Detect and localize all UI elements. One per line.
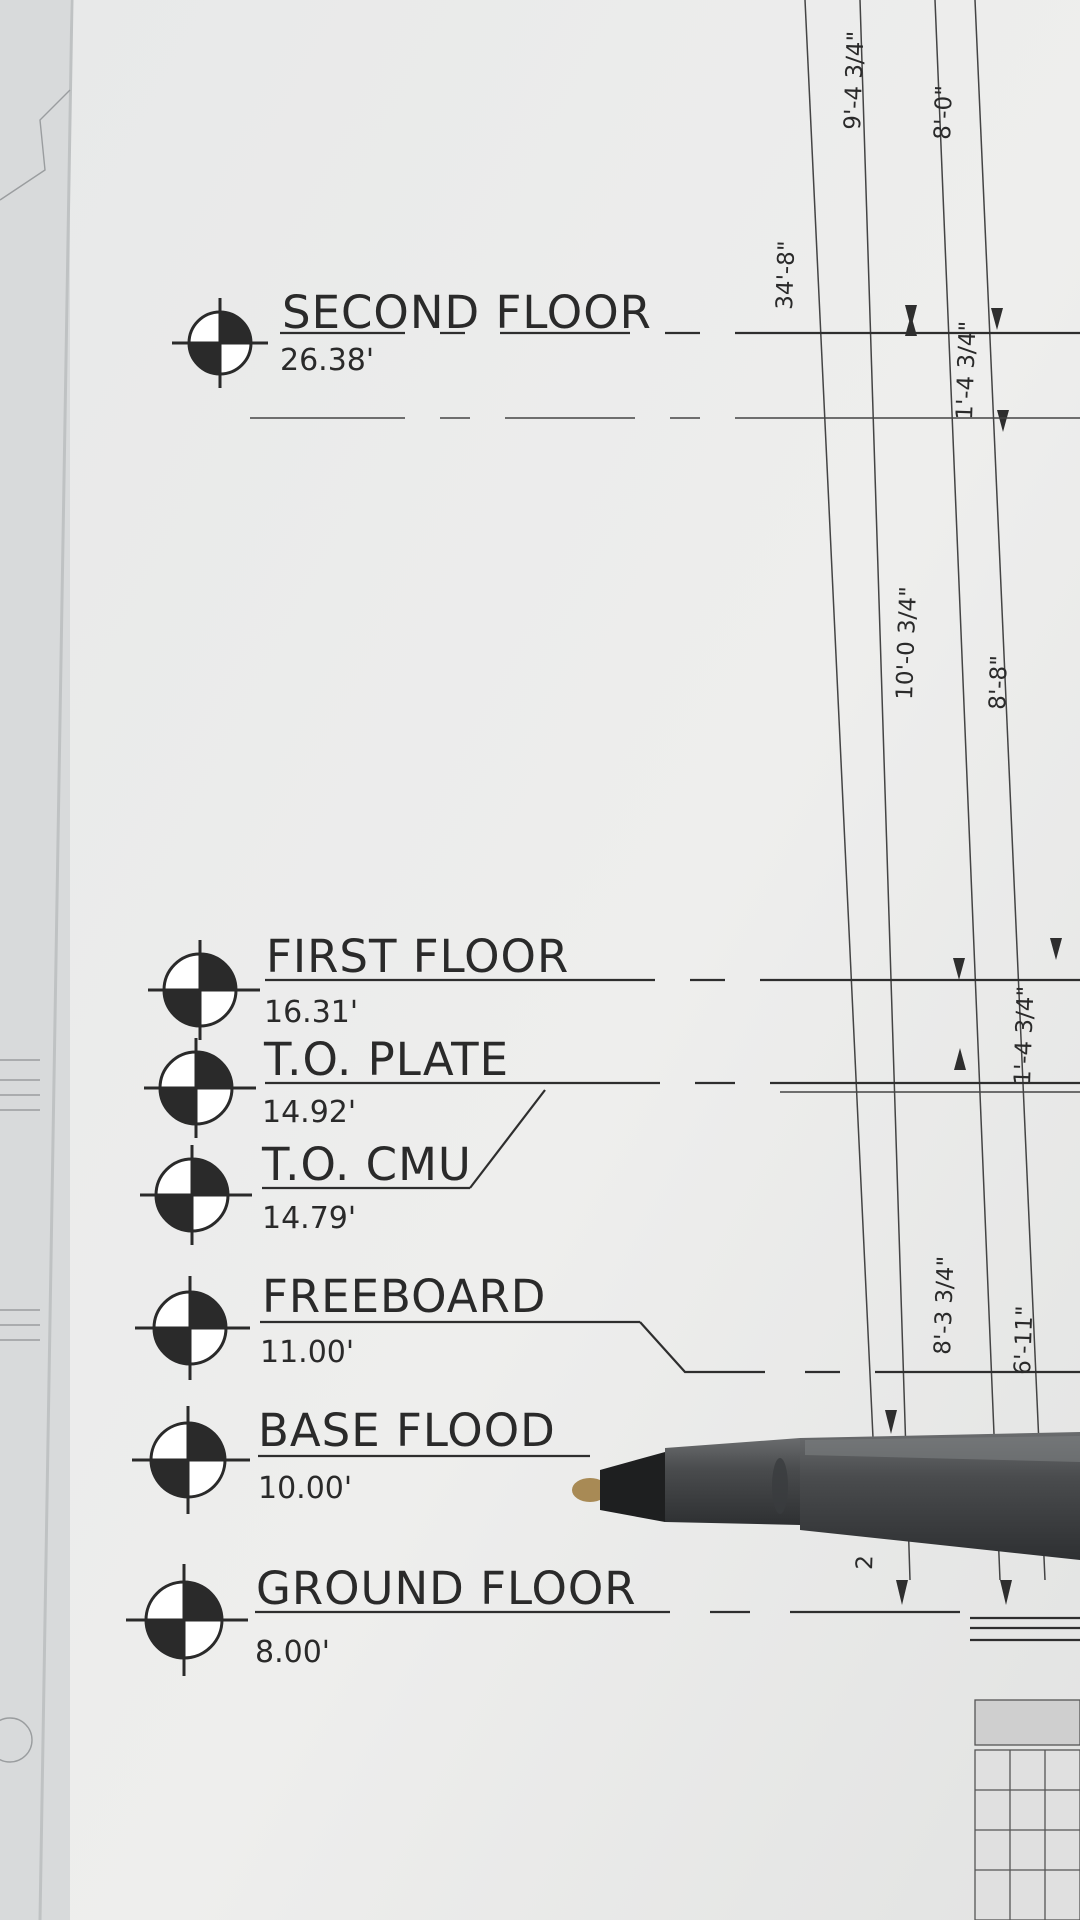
dim-6-11: 6'-11" — [1010, 1305, 1038, 1375]
level-elev-ground-floor: 8.00' — [255, 1635, 330, 1670]
level-elev-freeboard: 11.00' — [260, 1335, 354, 1370]
level-name-base-flood: BASE FLOOD — [258, 1404, 556, 1457]
level-elev-second-floor: 26.38' — [280, 343, 374, 378]
dim-1-4-3-4-upper: 1'-4 3/4" — [952, 321, 981, 421]
underlying-sheet-marks — [0, 89, 71, 1763]
dimension-lines — [804, 0, 1062, 1605]
level-marker-second-floor — [172, 298, 268, 388]
level-marker-first-floor — [148, 940, 260, 1040]
level-marker-freeboard — [135, 1276, 250, 1380]
dim-8-3-3-4: 8'-3 3/4" — [930, 1256, 959, 1356]
dim-2: 2 — [852, 1555, 878, 1571]
paper-edge — [38, 0, 74, 1920]
level-labels: SECOND FLOOR 26.38' FIRST FLOOR 16.31' T… — [255, 286, 652, 1670]
level-name-ground-floor: GROUND FLOOR — [256, 1562, 637, 1615]
level-markers — [126, 298, 268, 1676]
level-marker-to-plate — [144, 1038, 256, 1138]
level-elev-first-floor: 16.31' — [264, 995, 358, 1030]
dim-10-0-3-4: 10'-0 3/4" — [892, 586, 922, 700]
level-name-to-cmu: T.O. CMU — [261, 1138, 472, 1191]
level-name-first-floor: FIRST FLOOR — [266, 930, 569, 983]
dim-8-0: 8'-0" — [930, 85, 958, 140]
wall-hatch — [974, 1699, 1080, 1920]
ballpoint-pen — [572, 1432, 1080, 1560]
dimension-labels: 9'-4 3/4" 8'-0" 34'-8" 1'-4 3/4" 10'-0 3… — [772, 31, 1039, 1571]
pen-tip — [572, 1478, 608, 1502]
level-name-freeboard: FREEBOARD — [262, 1270, 546, 1323]
dim-1-4-3-4-lower: 1'-4 3/4" — [1010, 986, 1039, 1086]
level-name-to-plate: T.O. PLATE — [263, 1033, 509, 1086]
level-lines — [250, 331, 1080, 1642]
dim-34-8: 34'-8" — [772, 240, 800, 310]
dim-8-8: 8'-8" — [985, 655, 1013, 710]
level-elev-to-cmu: 14.79' — [262, 1201, 356, 1236]
level-marker-to-cmu — [140, 1145, 252, 1245]
level-elev-to-plate: 14.92' — [262, 1095, 356, 1130]
level-marker-base-flood — [132, 1406, 250, 1514]
level-name-second-floor: SECOND FLOOR — [282, 286, 652, 339]
level-marker-ground-floor — [126, 1564, 248, 1676]
dim-9-4-3-4: 9'-4 3/4" — [840, 31, 869, 131]
level-elev-base-flood: 10.00' — [258, 1471, 352, 1506]
